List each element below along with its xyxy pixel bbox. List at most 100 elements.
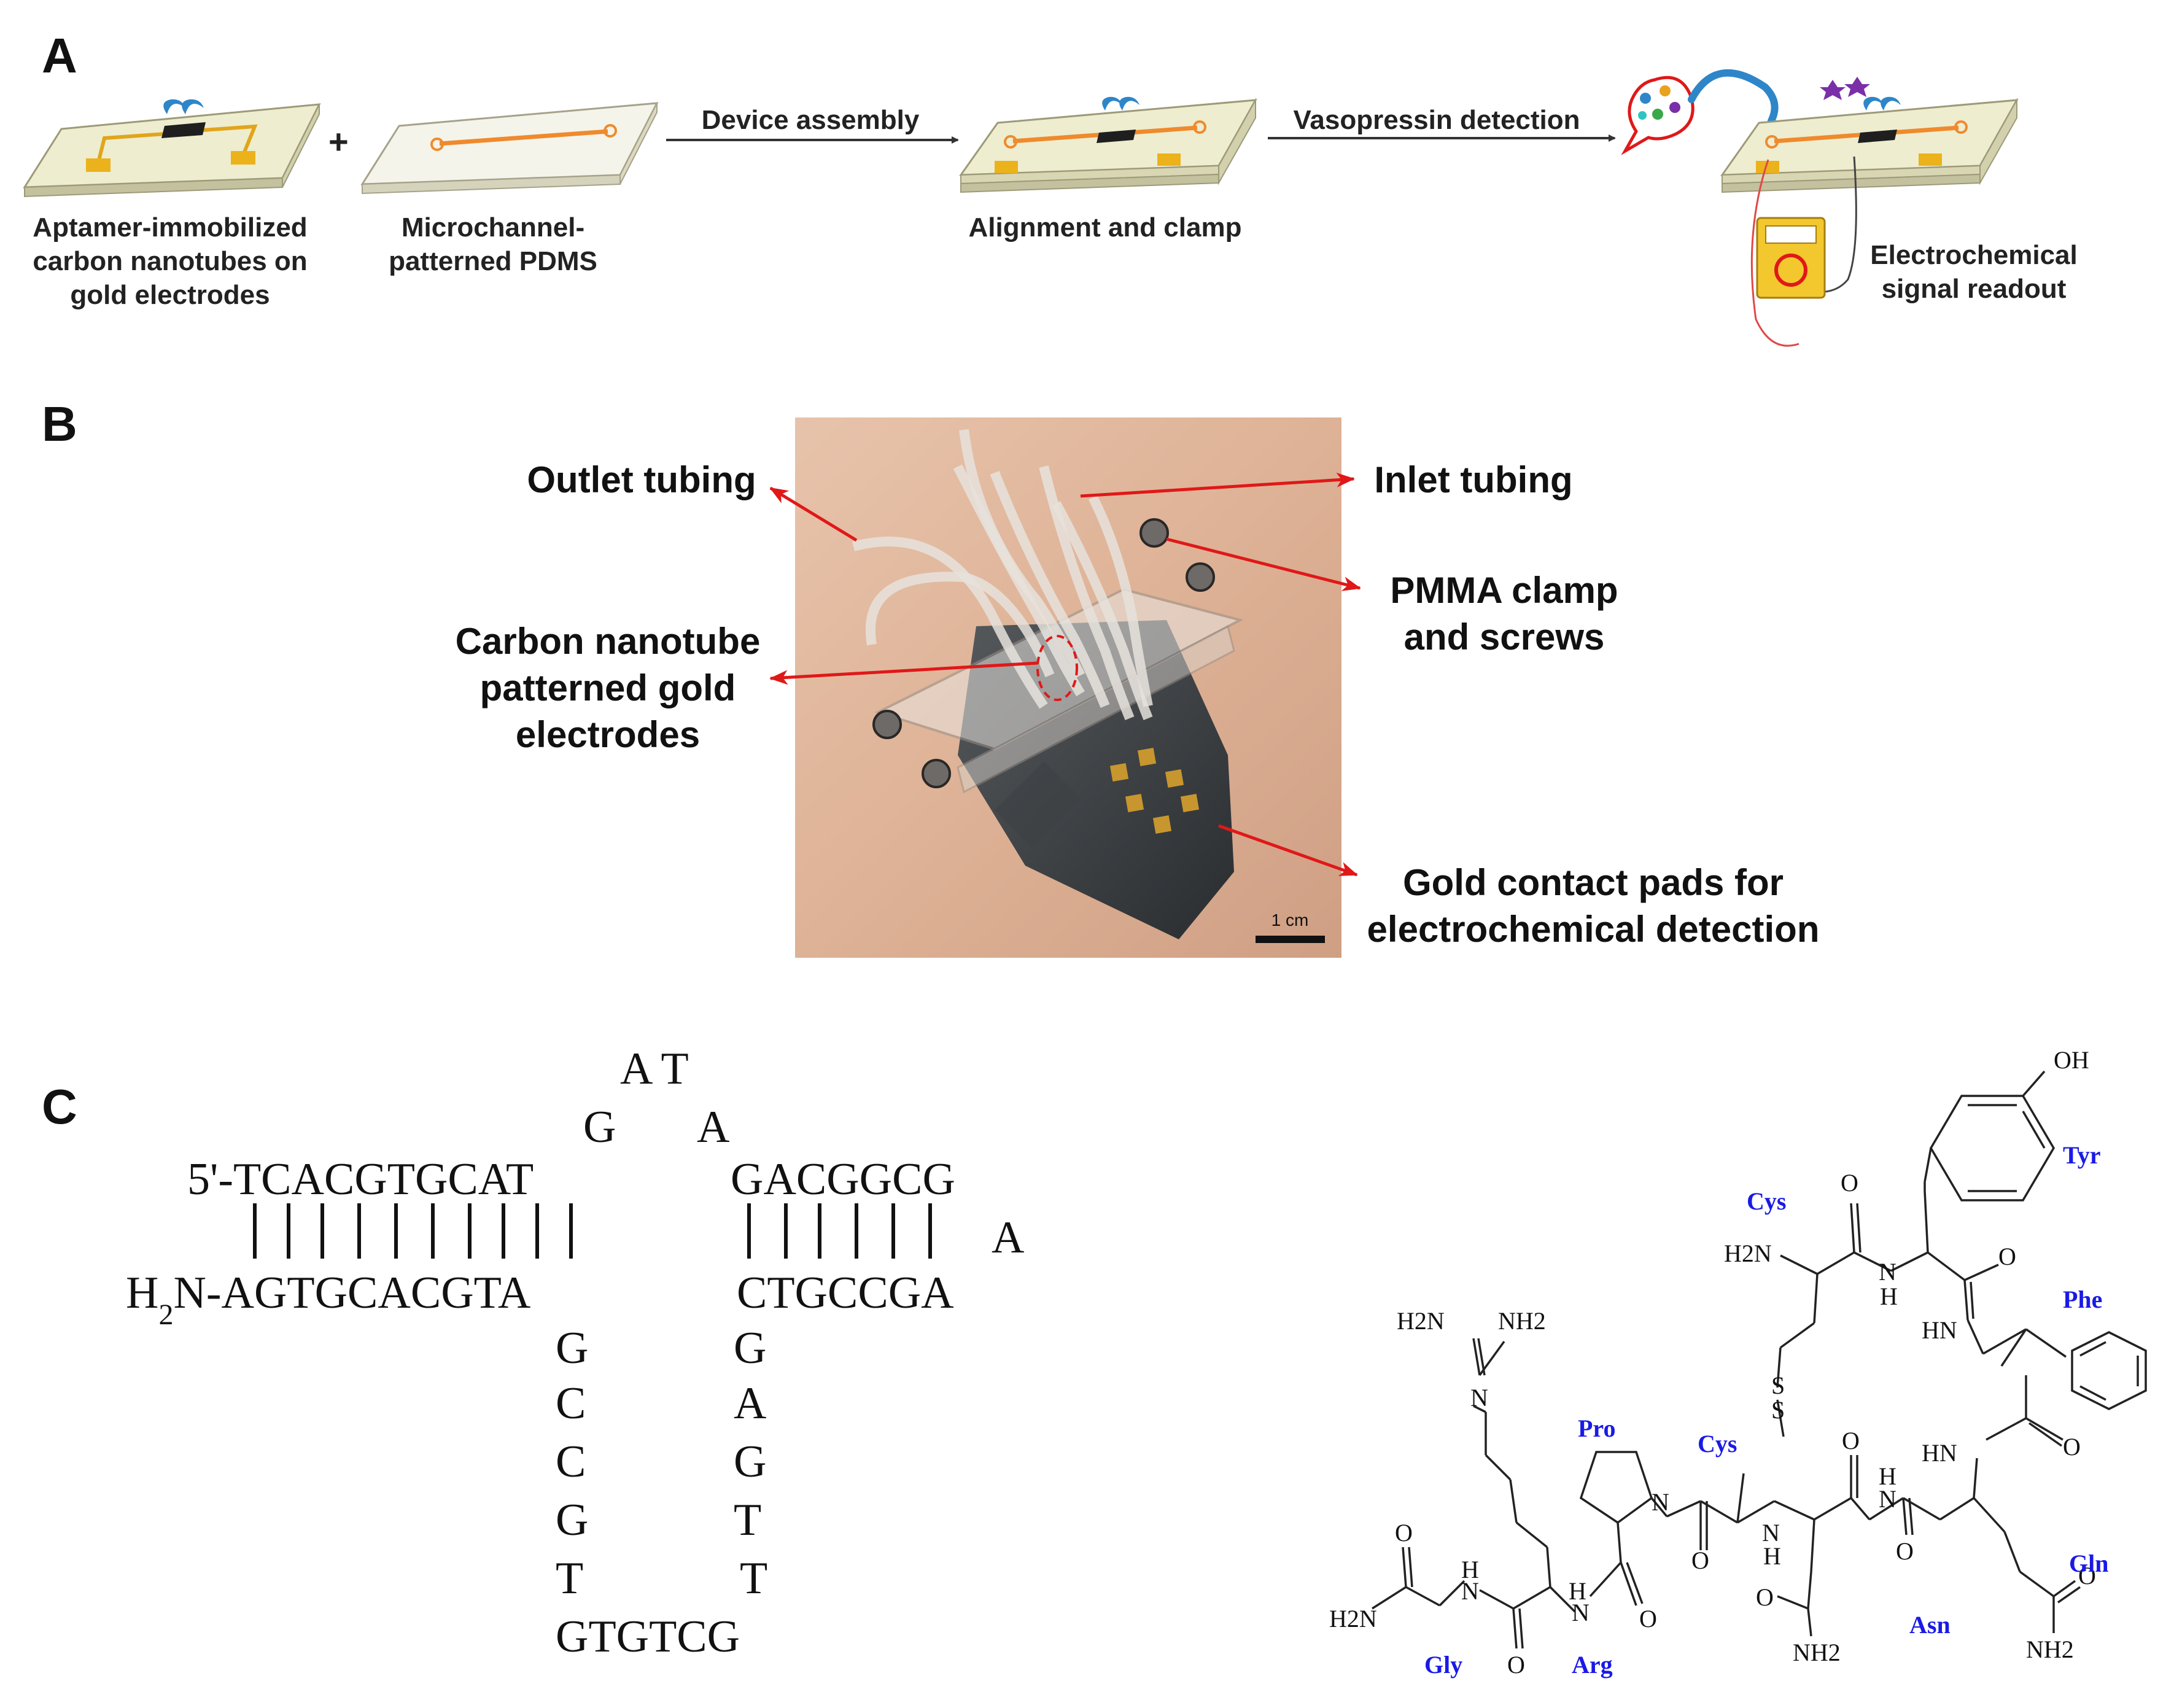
- top-strand-left: 5'-TCACGTGCAT: [187, 1154, 534, 1205]
- top-strand-right: GACGGCG: [731, 1154, 955, 1205]
- chip1-caption-line1: Aptamer-immobilized: [33, 212, 307, 243]
- residue-phe: Phe: [2063, 1286, 2102, 1313]
- loop-top-bases: A T: [620, 1044, 689, 1094]
- pdms-chip-illustration: [360, 102, 659, 195]
- loop-base-a: A: [697, 1102, 729, 1152]
- left-stem-base-5: T: [556, 1553, 583, 1604]
- chip1-caption-line3: gold electrodes: [70, 280, 270, 310]
- gly-carbonyl-o: O: [1395, 1519, 1413, 1547]
- panel-a-letter: A: [42, 28, 77, 83]
- phe-hn: HN: [1922, 1316, 1957, 1344]
- bottom-strand-left: H2N-AGTGCACGTA: [126, 1268, 530, 1331]
- gly-n: N: [1461, 1577, 1479, 1605]
- disulfide-s2: S: [1771, 1396, 1785, 1424]
- residue-gln: Gln: [2069, 1550, 2108, 1577]
- bottom-strand-right: CTGCCGA: [737, 1268, 954, 1318]
- cnt-electrodes-label-line2: patterned gold: [480, 667, 736, 708]
- loop-base-g: G: [583, 1102, 616, 1152]
- scale-bar-label: 1 cm: [1271, 910, 1309, 930]
- bottom-loop-bases: GTGTCG: [556, 1612, 740, 1662]
- panel-c-letter: C: [42, 1079, 77, 1134]
- chip2-caption-line1: Microchannel-: [402, 212, 584, 243]
- plus-sign: +: [328, 122, 349, 161]
- arg-backbone-o: O: [1507, 1651, 1525, 1679]
- right-stem-base-3: G: [734, 1437, 766, 1487]
- gln-hn: HN: [1922, 1439, 1957, 1467]
- outlet-tubing-label: Outlet tubing: [527, 459, 756, 500]
- arg-n: N: [1572, 1599, 1590, 1626]
- right-stem-base-4: T: [734, 1495, 761, 1545]
- tyr-n: N: [1879, 1258, 1896, 1286]
- assembled-chip-illustration: [959, 96, 1257, 193]
- residue-asn: Asn: [1909, 1611, 1951, 1639]
- pmma-clamp-label-line2: and screws: [1404, 616, 1605, 658]
- cys1-amine-label: H2N: [1724, 1240, 1772, 1267]
- cnt-electrodes-label-line1: Carbon nanotube: [456, 621, 761, 662]
- left-stem-base-3: C: [556, 1437, 586, 1487]
- residue-gly: Gly: [1424, 1651, 1462, 1679]
- asn-side-o: O: [1756, 1583, 1774, 1611]
- cnt-electrodes-label-line3: electrodes: [516, 714, 700, 755]
- right-stem-base-5: T: [740, 1553, 767, 1604]
- cys1-carbonyl-o: O: [1841, 1169, 1858, 1197]
- hairpin-base-a: A: [992, 1213, 1024, 1263]
- pro-carbonyl-o: O: [1691, 1547, 1709, 1574]
- vasopressin-detection-label: Vasopressin detection: [1293, 105, 1580, 135]
- asn-carbonyl-o: O: [1896, 1537, 1914, 1565]
- aptamer-sequence: A T G A 5'-TCACGTGCAT GACGGCG A H2N-AGTG…: [126, 1044, 1024, 1662]
- chip2-caption-line2: patterned PDMS: [389, 246, 597, 276]
- sample-tube-icon: [1688, 69, 1779, 125]
- guanidine-nh2: NH2: [1498, 1307, 1546, 1335]
- pro-n: N: [1652, 1488, 1669, 1516]
- asn-n: N: [1879, 1485, 1896, 1513]
- asn-h: H: [1879, 1462, 1896, 1490]
- arg-carbonyl-o: O: [1639, 1605, 1657, 1632]
- detection-chip-illustration: [1720, 77, 2019, 193]
- cys2-carbonyl-o: O: [1842, 1427, 1860, 1454]
- pmma-clamp-label-line1: PMMA clamp: [1390, 570, 1618, 611]
- readout-caption-line2: signal readout: [1882, 274, 2067, 304]
- residue-arg: Arg: [1572, 1651, 1613, 1679]
- arg-h: H: [1569, 1577, 1586, 1605]
- hydroxyl-label: OH: [2054, 1046, 2089, 1074]
- gly-h: H: [1461, 1556, 1479, 1583]
- device-assembly-label: Device assembly: [702, 105, 920, 135]
- gln-amide-nh2: NH2: [2026, 1636, 2074, 1663]
- gln-carbonyl-o: O: [2078, 1562, 2096, 1590]
- outlet-tubing-pointer: [769, 486, 858, 542]
- gold-pads-pointer: [1218, 824, 1358, 877]
- c-terminal-h2n: H2N: [1329, 1605, 1377, 1632]
- inlet-tubing-pointer: [1080, 472, 1355, 498]
- asn-amide-nh2: NH2: [1793, 1639, 1841, 1666]
- base-pair-bonds: [253, 1203, 932, 1259]
- panel-b-letter: B: [42, 397, 77, 451]
- guanidine-h2n: H2N: [1397, 1307, 1445, 1335]
- phe-carbonyl-o: O: [2063, 1433, 2081, 1461]
- pmma-clamp-pointer: [1166, 537, 1361, 591]
- chip3-caption: Alignment and clamp: [969, 212, 1242, 243]
- residue-tyr: Tyr: [2063, 1141, 2100, 1169]
- gold-pads-label-line1: Gold contact pads for: [1403, 862, 1784, 903]
- cnt-electrodes-pointer: [769, 661, 1038, 685]
- device-photograph: [795, 417, 1341, 958]
- residue-cys-1: Cys: [1747, 1187, 1786, 1215]
- left-stem-base-1: G: [556, 1323, 588, 1373]
- tyr-nh: H: [1880, 1283, 1898, 1310]
- left-stem-base-2: C: [556, 1378, 586, 1429]
- residue-cys-2: Cys: [1698, 1430, 1737, 1458]
- right-stem-base-2: A: [734, 1378, 766, 1429]
- disulfide-s1: S: [1771, 1372, 1785, 1399]
- chip1-caption-line2: carbon nanotubes on: [33, 246, 307, 276]
- inlet-tubing-label: Inlet tubing: [1374, 459, 1572, 500]
- right-stem-base-1: G: [734, 1323, 766, 1373]
- cys2-h: H: [1763, 1542, 1781, 1570]
- gold-pads-label-line2: electrochemical detection: [1367, 909, 1820, 950]
- vasopressin-structure: [1372, 1070, 2147, 1649]
- residue-pro: Pro: [1578, 1415, 1615, 1442]
- sample-droplet-icon: [1621, 76, 1695, 155]
- readout-caption-line1: Electrochemical: [1870, 240, 2078, 270]
- multimeter-icon: [1750, 156, 1857, 347]
- guanidine-n: N: [1470, 1384, 1488, 1411]
- cys2-n: N: [1762, 1519, 1780, 1547]
